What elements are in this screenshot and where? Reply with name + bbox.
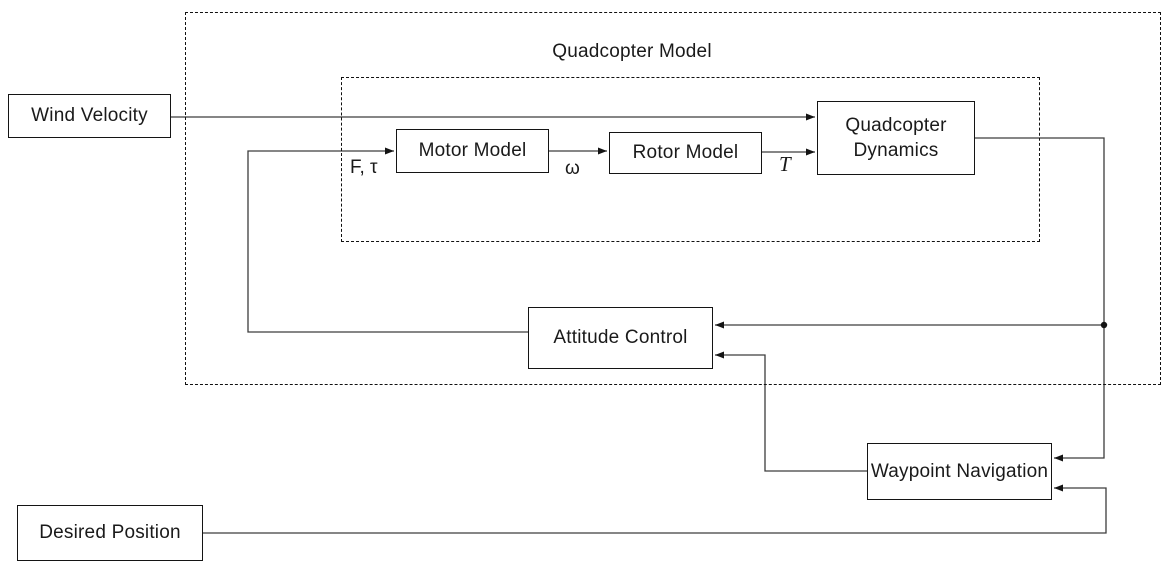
block-attitude-control-label: Attitude Control <box>553 327 688 349</box>
block-quadcopter-dynamics: Quadcopter Dynamics <box>817 101 975 175</box>
block-motor-model-label: Motor Model <box>418 140 527 162</box>
propulsion-subsystem-container <box>341 77 1040 242</box>
signal-label-rotor-speed-omega: ω <box>565 158 580 179</box>
quadcopter-model-container <box>185 12 1161 385</box>
quadcopter-model-title: Quadcopter Model <box>552 41 712 62</box>
block-rotor-model: Rotor Model <box>609 132 762 174</box>
signal-label-force-torque: F, τ <box>350 157 378 178</box>
signal-label-thrust: T <box>779 152 791 176</box>
block-waypoint-navigation: Waypoint Navigation <box>867 443 1052 500</box>
block-attitude-control: Attitude Control <box>528 307 713 369</box>
block-desired-position-label: Desired Position <box>39 522 181 544</box>
block-waypoint-navigation-label: Waypoint Navigation <box>870 460 1049 482</box>
block-rotor-model-label: Rotor Model <box>632 142 739 164</box>
block-desired-position: Desired Position <box>17 505 203 561</box>
block-wind-velocity-label: Wind Velocity <box>31 105 148 127</box>
block-quadcopter-dynamics-label: Quadcopter Dynamics <box>845 114 947 161</box>
block-wind-velocity: Wind Velocity <box>8 94 171 138</box>
block-motor-model: Motor Model <box>396 129 549 173</box>
